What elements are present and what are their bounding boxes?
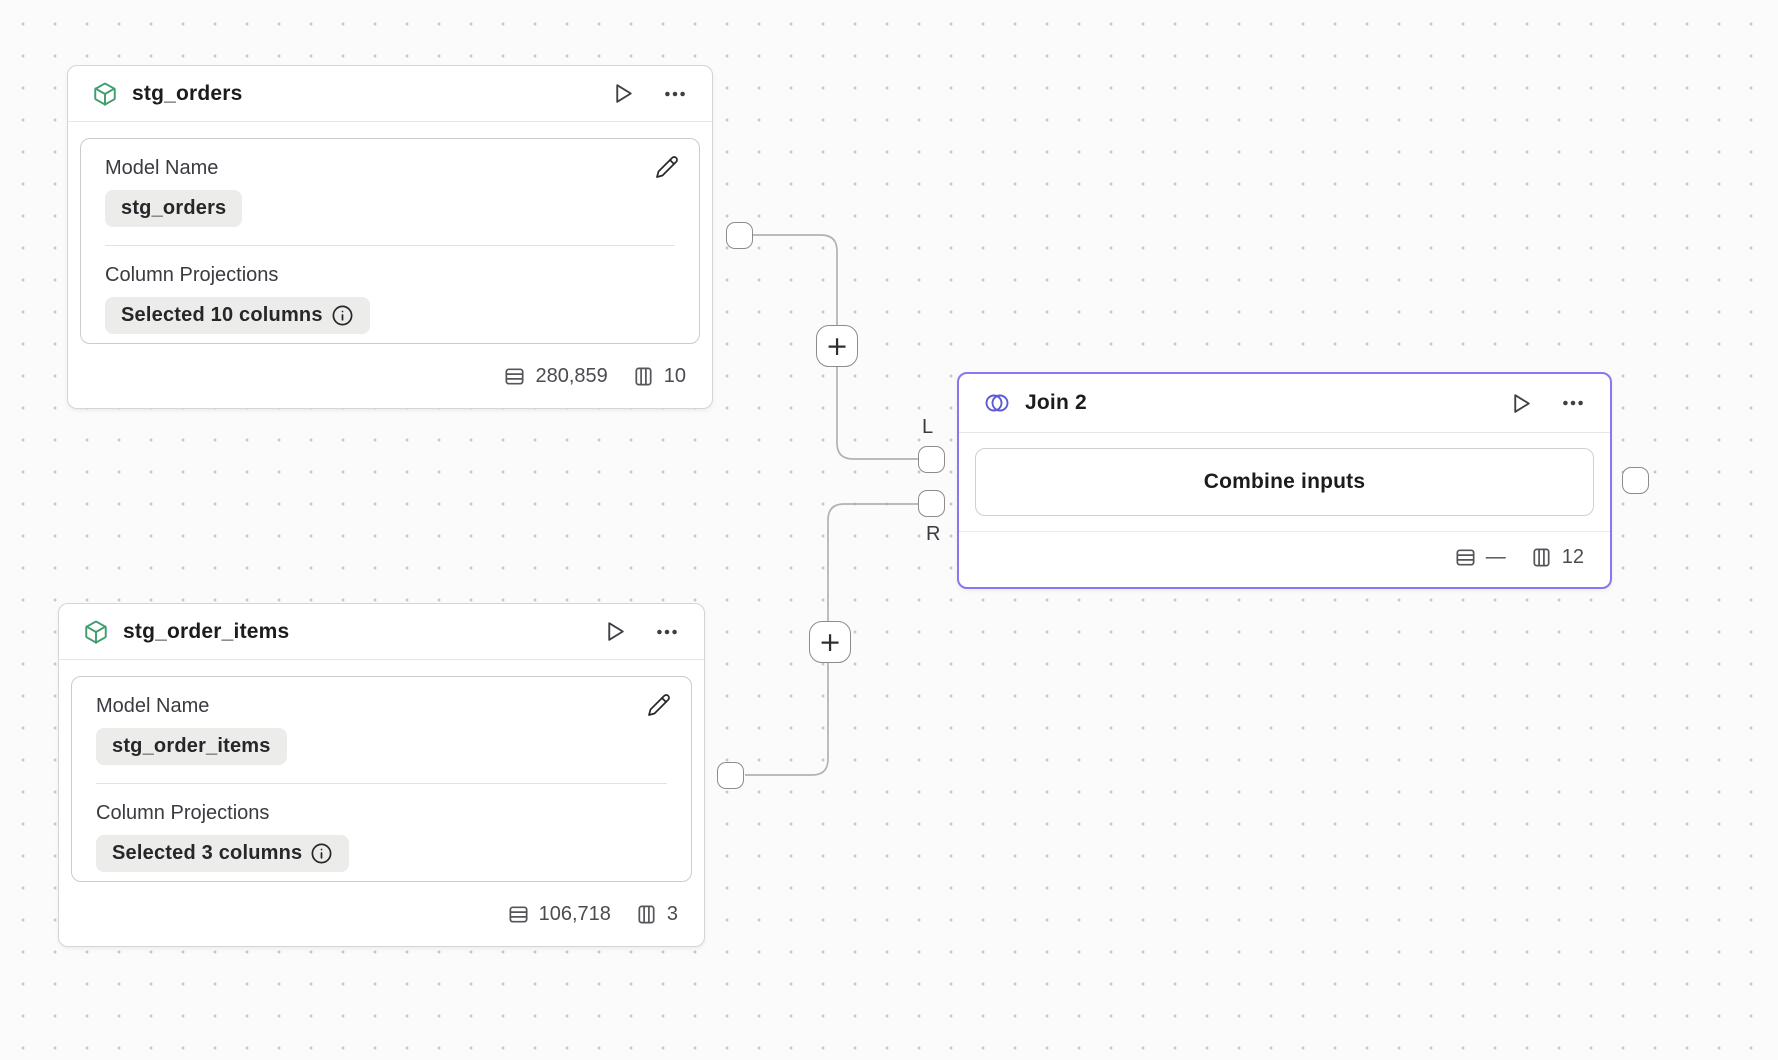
run-node-button[interactable] — [611, 81, 636, 106]
node-join-2-body: Combine inputs — [959, 433, 1610, 531]
output-port-stg-orders[interactable] — [726, 222, 753, 249]
node-menu-button[interactable] — [654, 619, 680, 645]
play-icon — [1509, 391, 1534, 416]
add-step-button-bottom[interactable]: + — [809, 621, 851, 663]
pencil-icon — [647, 693, 671, 717]
model-name-value: stg_orders — [121, 197, 227, 219]
row-count-value: — — [1485, 546, 1506, 568]
columns-icon — [632, 365, 655, 388]
run-node-button[interactable] — [603, 619, 628, 644]
ellipsis-icon — [662, 81, 688, 107]
node-title: stg_orders — [132, 81, 243, 105]
rows-icon — [1454, 546, 1477, 569]
node-stg-orders-header: stg_orders — [68, 66, 712, 122]
model-name-label: Model Name — [96, 695, 210, 717]
model-settings-card: Model Name stg_orders Column Projections… — [80, 138, 700, 344]
node-stg-order-items-body: Model Name stg_order_items Column Projec… — [59, 660, 704, 882]
column-count-stat: 12 — [1530, 546, 1584, 569]
pencil-icon — [655, 155, 679, 179]
column-count-value: 10 — [663, 364, 686, 387]
column-projections-label: Column Projections — [105, 264, 279, 286]
model-cube-icon — [92, 81, 118, 107]
rows-icon — [507, 903, 530, 926]
model-name-label: Model Name — [105, 157, 219, 179]
node-stg-order-items-header: stg_order_items — [59, 604, 704, 660]
plus-icon: + — [818, 626, 842, 658]
row-count-stat: 280,859 — [503, 364, 608, 388]
ellipsis-icon — [654, 619, 680, 645]
node-stg-order-items[interactable]: stg_order_items — [58, 603, 705, 947]
node-stg-orders-body: Model Name stg_orders Column Projections… — [68, 122, 712, 344]
column-projections-pill[interactable]: Selected 10 columns — [105, 297, 370, 334]
output-port-join[interactable] — [1622, 467, 1649, 494]
row-count-value: 106,718 — [538, 902, 611, 925]
columns-icon — [635, 903, 658, 926]
edit-model-name-button[interactable] — [655, 155, 679, 179]
join-left-input-port[interactable] — [918, 446, 945, 473]
plus-icon: + — [825, 330, 849, 362]
ellipsis-icon — [1560, 390, 1586, 416]
info-icon[interactable] — [331, 304, 354, 327]
model-cube-icon — [83, 619, 109, 645]
model-settings-card: Model Name stg_order_items Column Projec… — [71, 676, 692, 882]
column-count-value: 3 — [666, 902, 678, 925]
column-projections-pill[interactable]: Selected 3 columns — [96, 835, 350, 872]
run-node-button[interactable] — [1509, 391, 1534, 416]
rows-icon — [503, 365, 526, 388]
card-divider — [96, 783, 667, 784]
edit-model-name-button[interactable] — [647, 693, 671, 717]
card-divider — [105, 245, 675, 246]
info-icon[interactable] — [310, 842, 333, 865]
column-projections-label: Column Projections — [96, 802, 270, 824]
columns-icon — [1530, 546, 1553, 569]
node-title: Join 2 — [1025, 391, 1087, 414]
play-icon — [603, 619, 628, 644]
column-count-value: 12 — [1561, 546, 1584, 568]
node-join-2[interactable]: Join 2 Combine inputs — [957, 372, 1612, 589]
add-step-button-top[interactable]: + — [816, 325, 858, 367]
output-port-stg-order-items[interactable] — [717, 762, 744, 789]
combine-inputs-button[interactable]: Combine inputs — [975, 448, 1594, 516]
node-title: stg_order_items — [123, 619, 290, 643]
row-count-stat: 106,718 — [507, 903, 611, 926]
node-stg-order-items-footer: 106,718 3 — [59, 882, 704, 946]
join-right-port-label: R — [926, 523, 941, 545]
row-count-value: 280,859 — [535, 364, 608, 387]
join-right-input-port[interactable] — [918, 490, 945, 517]
model-name-value-pill[interactable]: stg_orders — [105, 190, 243, 227]
node-join-2-header: Join 2 — [959, 374, 1610, 433]
node-stg-orders-footer: 280,859 10 — [68, 344, 712, 408]
column-count-stat: 10 — [632, 365, 686, 388]
column-count-stat: 3 — [635, 903, 678, 926]
join-venn-icon — [983, 391, 1011, 415]
node-menu-button[interactable] — [662, 81, 688, 107]
column-projections-value: Selected 3 columns — [112, 842, 303, 864]
model-name-value-pill[interactable]: stg_order_items — [96, 728, 287, 765]
node-menu-button[interactable] — [1560, 390, 1586, 416]
join-left-port-label: L — [922, 416, 934, 438]
play-icon — [611, 81, 636, 106]
node-join-2-footer: — 12 — [959, 531, 1610, 583]
model-name-value: stg_order_items — [112, 735, 271, 757]
row-count-stat: — — [1454, 546, 1506, 569]
node-stg-orders[interactable]: stg_orders — [67, 65, 713, 409]
column-projections-value: Selected 10 columns — [121, 304, 323, 326]
